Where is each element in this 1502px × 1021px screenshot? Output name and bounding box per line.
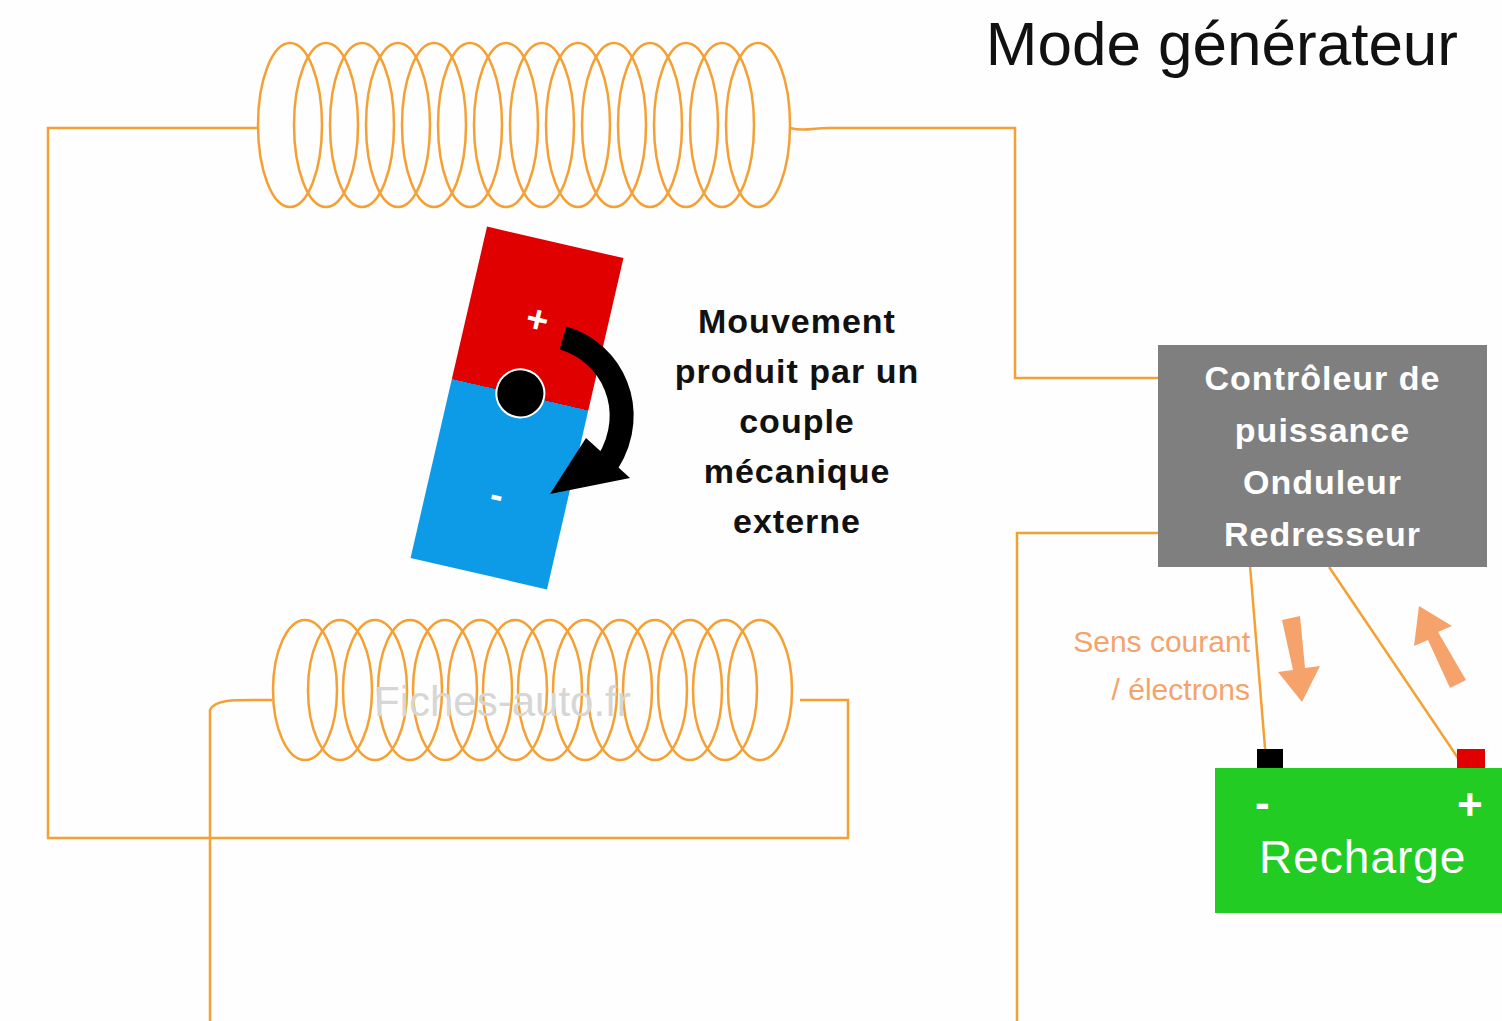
coil-turn [402, 43, 466, 207]
battery-pole: - [1255, 778, 1270, 828]
power-controller-box: Contrôleur de puissance Onduleur Redress… [1158, 345, 1487, 567]
current-note: Sens courant / électrons [1058, 618, 1250, 714]
diagram-title: Mode générateur [986, 8, 1458, 79]
negative-terminal [1257, 749, 1283, 769]
battery-box: - +Recharge [1215, 768, 1502, 913]
wire [1017, 533, 1158, 1021]
coil-turn [330, 43, 394, 207]
node-text: Recharge [1259, 830, 1466, 884]
coil-turn [510, 43, 574, 207]
rotor-magnet: +- [411, 227, 624, 590]
coil-turn [582, 43, 646, 207]
rotation-arrow-head [550, 438, 630, 494]
current-arrow [1414, 606, 1466, 688]
coil-turn [258, 43, 322, 207]
rotor-pivot [490, 363, 550, 423]
coil-turn [658, 620, 722, 760]
coil-turn [726, 43, 790, 207]
coil-turn [294, 43, 358, 207]
coil-turn [728, 620, 792, 760]
battery-wire [1250, 567, 1267, 768]
coil-turn [308, 620, 372, 760]
coil-turn [693, 620, 757, 760]
coil-turn [273, 620, 337, 760]
watermark: Fiches-auto.fr [374, 678, 631, 726]
battery-pole: + [1457, 780, 1483, 830]
wire [790, 128, 1158, 378]
current-arrow [1278, 616, 1320, 702]
wires [48, 128, 1158, 1021]
coil-turn [654, 43, 718, 207]
coil-turn [438, 43, 502, 207]
node-text: Contrôleur de puissance Onduleur Redress… [1168, 352, 1477, 560]
wire [210, 700, 272, 1021]
magnet-pole: + [513, 294, 562, 345]
rotation-arrow-shaft [563, 338, 622, 462]
magnet-pole: - [473, 470, 522, 521]
coil-turn [366, 43, 430, 207]
motion-note: Mouvement produit par un couple mécaniqu… [672, 296, 922, 546]
coil-windings [258, 43, 792, 760]
coil-turn [474, 43, 538, 207]
positive-terminal [1457, 749, 1485, 769]
coil-turn [546, 43, 610, 207]
coil-turn [623, 620, 687, 760]
coil-turn [618, 43, 682, 207]
coil-turn [690, 43, 754, 207]
